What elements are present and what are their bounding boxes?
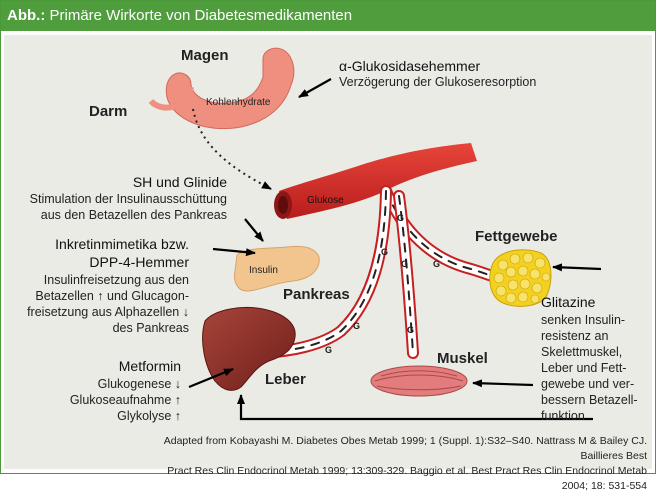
metformin-title: Metformin xyxy=(118,358,181,374)
sh-title: SH und Glinide xyxy=(132,174,227,190)
organ-label-magen: Magen xyxy=(181,47,229,64)
g-marker: G xyxy=(381,247,389,257)
muscle-shape xyxy=(370,365,468,397)
inkretin-title1: Inkretinmimetika bzw. xyxy=(55,236,189,252)
organ-label-darm: Darm xyxy=(89,103,128,120)
caption-line2: Pract Res Clin Endocrinol Metab 1999; 13… xyxy=(167,465,647,492)
organ-label-pankreas: Pankreas xyxy=(283,286,350,303)
source-caption: Adapted from Kobayashi M. Diabetes Obes … xyxy=(151,434,647,494)
metformin-line3: Glykolyse ↑ xyxy=(117,409,181,423)
fat-tissue-shape xyxy=(489,249,552,307)
inkretin-line4: des Pankreas xyxy=(112,321,189,335)
g-marker: G xyxy=(401,259,409,269)
glitazine-fat-arrow xyxy=(552,263,602,272)
organ-label-leber: Leber xyxy=(265,371,306,388)
glitazine-liver-arrow xyxy=(237,394,593,421)
figure-title: Abb.: Primäre Wirkorte von Diabetesmedik… xyxy=(7,7,352,24)
inkretin-title2: DPP-4-Hemmer xyxy=(89,254,189,270)
alpha-desc: Verzögerung der Glukoseresorption xyxy=(339,75,537,89)
glitazine-line3: Skelettmuskel, xyxy=(541,345,623,359)
annotation-arrows xyxy=(188,78,602,421)
figure-title-text: Primäre Wirkorte von Diabetesmedikamente… xyxy=(49,7,353,24)
inkretin-line3: freisetzung aus Alphazellen ↓ xyxy=(27,305,189,319)
blood-vessels xyxy=(257,185,501,359)
glitazine-line7: funktion xyxy=(541,409,585,423)
glucose-path-arrow xyxy=(192,108,272,190)
aorta-shape xyxy=(274,143,477,219)
metformin-line1: Glukogenese ↓ xyxy=(97,377,181,391)
diagram-panel xyxy=(4,35,652,469)
inkretin-line2: Betazellen ↑ und Glucagon- xyxy=(35,289,189,303)
inkretin-line1: Insulinfreisetzung aus den xyxy=(43,273,189,287)
glitazine-line1: senken Insulin- xyxy=(541,313,626,327)
organ-label-muskel: Muskel xyxy=(437,350,488,367)
g-marker: G xyxy=(433,259,441,269)
metformin-arrow xyxy=(188,367,234,389)
diagram-illustration xyxy=(148,47,602,421)
g-marker: G xyxy=(397,213,405,223)
glitazine-line6: bessern Betazell- xyxy=(541,393,638,407)
sh-line2: aus den Betazellen des Pankreas xyxy=(40,208,227,222)
inner-label-insulin: Insulin xyxy=(249,265,278,276)
alpha-arrow xyxy=(298,78,332,98)
organ-label-fettgewebe: Fettgewebe xyxy=(475,228,558,245)
glitazine-line2: resistenz an xyxy=(541,329,609,343)
sh-line1: Stimulation der Insulinausschüttung xyxy=(29,192,227,206)
sh-arrow xyxy=(244,218,264,242)
inner-label-kohlenhydrate: Kohlenhydrate xyxy=(206,97,271,108)
caption-line1: Adapted from Kobayashi M. Diabetes Obes … xyxy=(163,435,647,462)
g-marker: G xyxy=(407,325,415,335)
figure-header: Abb.: Primäre Wirkorte von Diabetesmedik… xyxy=(1,1,655,31)
stomach-shape xyxy=(148,47,295,130)
alpha-title: α-Glukosidasehemmer xyxy=(339,58,481,74)
glitazine-muscle-arrow xyxy=(472,379,534,388)
g-marker: G xyxy=(325,345,333,355)
glitazine-line5: gewebe und ver- xyxy=(541,377,635,391)
inner-label-glukose: Glukose xyxy=(307,195,344,206)
metformin-line2: Glukoseaufnahme ↑ xyxy=(69,393,181,407)
inkretin-arrow xyxy=(212,247,256,257)
glitazine-title: Glitazine xyxy=(541,294,596,310)
g-marker: G xyxy=(353,321,361,331)
glitazine-line4: Leber und Fett- xyxy=(541,361,627,375)
figure-title-prefix: Abb.: xyxy=(7,7,46,24)
pancreas-shape xyxy=(234,245,320,292)
